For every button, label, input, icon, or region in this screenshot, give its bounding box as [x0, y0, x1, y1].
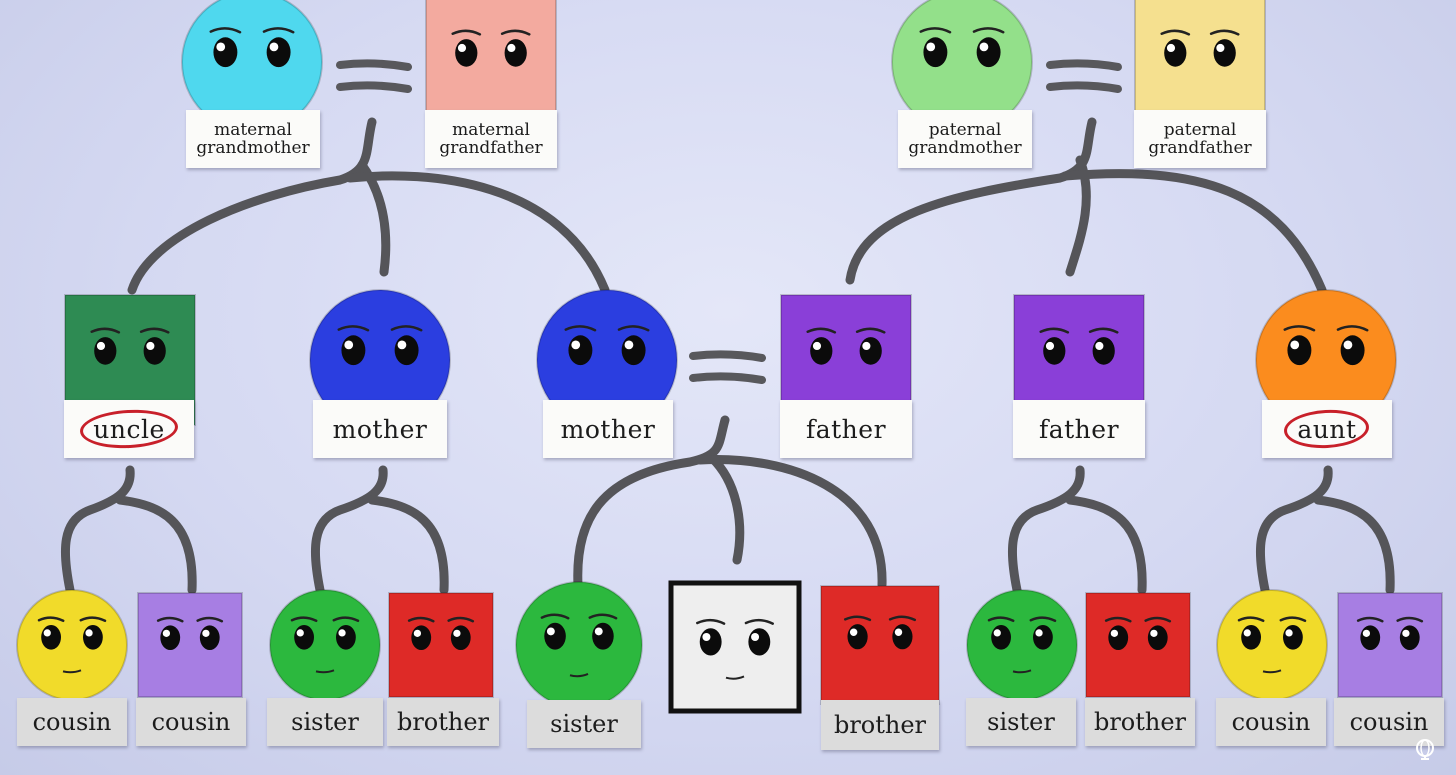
tree-branch	[115, 495, 197, 595]
sister-1-label-text: sister	[291, 708, 359, 736]
tree-branch	[127, 117, 377, 295]
mother-2-label-text: mother	[560, 414, 656, 444]
father-1-label-text: father	[805, 414, 887, 444]
paternal-grandfather-face	[1134, 0, 1266, 128]
globe-logo-icon	[1416, 739, 1434, 760]
father-2-label: father	[1013, 400, 1145, 458]
brother-2-label-text: brother	[833, 711, 927, 739]
mother-2-label: mother	[543, 400, 673, 458]
maternal-grandmother-label: maternal grandmother	[186, 110, 320, 168]
brother-3-label: brother	[1085, 698, 1195, 746]
brother-3-label-text: brother	[1093, 708, 1187, 736]
cousin-3-face	[1216, 589, 1328, 701]
brother-3-face	[1085, 592, 1191, 698]
marriage-equals-sign	[1046, 59, 1122, 93]
maternal-grandmother-face	[181, 0, 323, 133]
sister-3-label-text: sister	[987, 708, 1055, 736]
sister-2-label-text: sister	[550, 710, 618, 738]
aunt-label-text: aunt	[1293, 415, 1360, 444]
brother-2-label: brother	[821, 700, 939, 750]
mother-1-label: mother	[313, 400, 447, 458]
tree-branch	[1255, 465, 1333, 595]
mother-1-face	[309, 289, 451, 431]
tree-branch	[1060, 169, 1327, 295]
uncle-label-text: uncle	[89, 415, 169, 444]
tree-branch	[845, 117, 1097, 285]
paternal-grandfather-label: paternal grandfather	[1134, 110, 1266, 168]
brother-1-face	[388, 592, 494, 698]
cousin-1-label: cousin	[17, 698, 127, 746]
sister-2-label: sister	[527, 700, 641, 748]
tree-branch	[1313, 495, 1395, 595]
brother-2-face	[820, 585, 940, 705]
marriage-equals-sign	[336, 59, 412, 93]
cousin-4-label: cousin	[1334, 698, 1444, 746]
paternal-grandfather-label-text: paternal grandfather	[1148, 120, 1252, 158]
brother-1-label: brother	[387, 698, 499, 746]
sister-3-face	[966, 589, 1078, 701]
tree-branch	[573, 415, 730, 590]
tree-branch	[707, 453, 745, 565]
father-2-label-text: father	[1038, 414, 1120, 444]
cousin-3-label-text: cousin	[1231, 708, 1311, 736]
cousin-3-label: cousin	[1216, 698, 1326, 746]
aunt-face	[1255, 289, 1397, 431]
cousin-2-label: cousin	[136, 698, 246, 746]
sister-3-label: sister	[966, 698, 1076, 746]
maternal-grandfather-label-text: maternal grandfather	[439, 120, 543, 158]
maternal-grandfather-face	[425, 0, 557, 128]
mother-2-face	[536, 289, 678, 431]
tree-branch	[1007, 465, 1085, 595]
sister-1-label: sister	[267, 698, 383, 746]
tree-branch	[1065, 495, 1147, 595]
sister-1-face	[269, 589, 381, 701]
cousin-2-label-text: cousin	[151, 708, 231, 736]
maternal-grandmother-label-text: maternal grandmother	[196, 120, 310, 158]
tree-branch	[60, 465, 135, 595]
tree-branch	[695, 455, 887, 590]
tree-branch	[310, 465, 388, 595]
cousin-1-face	[16, 589, 128, 701]
self-face	[668, 580, 802, 714]
cousin-4-face	[1337, 592, 1443, 698]
father-1-label: father	[780, 400, 912, 458]
tree-branch	[345, 171, 610, 295]
paternal-grandmother-label: paternal grandmother	[898, 110, 1032, 168]
paternal-grandmother-label-text: paternal grandmother	[908, 120, 1022, 158]
aunt-label: aunt	[1262, 400, 1392, 458]
marriage-equals-sign	[689, 350, 766, 384]
cousin-2-face	[137, 592, 243, 698]
cousin-1-label-text: cousin	[32, 708, 112, 736]
maternal-grandfather-label: maternal grandfather	[425, 110, 557, 168]
brother-1-label-text: brother	[396, 708, 490, 736]
mother-1-label-text: mother	[332, 414, 428, 444]
cousin-4-label-text: cousin	[1349, 708, 1429, 736]
tree-branch	[367, 495, 449, 595]
uncle-label: uncle	[64, 400, 194, 458]
sister-2-face	[515, 581, 643, 709]
